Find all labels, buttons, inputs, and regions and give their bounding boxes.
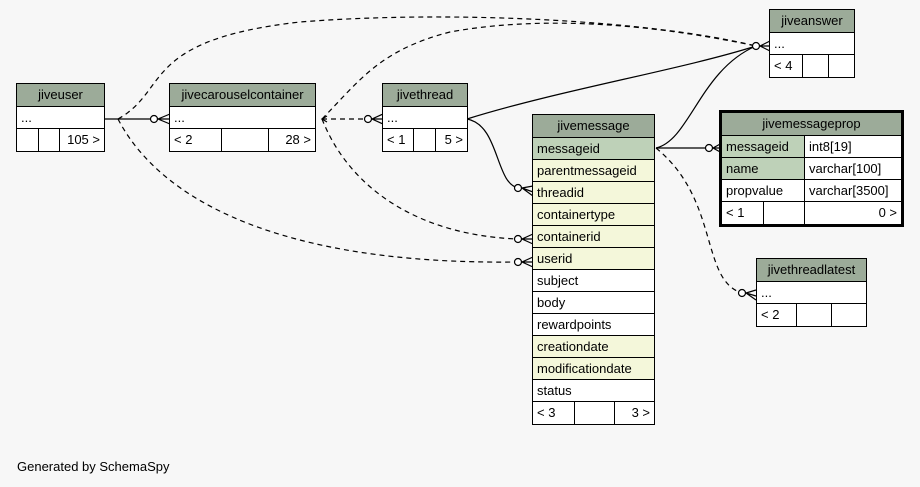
edge-jivethread-jiveanswer — [466, 45, 757, 120]
table-jiveanswer[interactable]: jiveanswer ... < 4 — [769, 9, 855, 78]
column-propvalue[interactable]: propvalue varchar[3500] — [722, 180, 901, 202]
children-count[interactable]: 3 > — [614, 402, 654, 424]
children-count[interactable]: 5 > — [435, 129, 467, 151]
parents-count[interactable]: < 2 — [174, 132, 193, 147]
children-count[interactable] — [828, 55, 854, 77]
table-jiveuser[interactable]: jiveuser ... 105 > — [16, 83, 105, 152]
table-jivecarouselcontainer[interactable]: jivecarouselcontainer ... < 2 28 > — [169, 83, 316, 152]
table-title[interactable]: jiveuser — [17, 84, 104, 107]
children-count[interactable]: 105 > — [59, 129, 104, 151]
table-jivethreadlatest[interactable]: jivethreadlatest ... < 2 — [756, 258, 867, 327]
table-footer: 105 > — [17, 129, 104, 151]
footer-spacer — [763, 202, 804, 224]
parents-count[interactable]: < 1 — [387, 132, 406, 147]
table-title[interactable]: jivethreadlatest — [757, 259, 866, 282]
footer-spacer — [38, 129, 59, 151]
parents-count[interactable]: < 4 — [774, 58, 793, 73]
table-jivemessageprop[interactable]: jivemessageprop messageid int8[19] name … — [719, 110, 904, 227]
column-status[interactable]: status — [533, 380, 654, 402]
table-title[interactable]: jiveanswer — [770, 10, 854, 33]
edge-jivecarouselcontainer-jivemessage — [321, 118, 518, 240]
column-name: messageid — [726, 139, 789, 154]
column-modificationdate[interactable]: modificationdate — [533, 358, 654, 380]
table-title[interactable]: jivemessageprop — [722, 113, 901, 136]
parents-count[interactable]: < 1 — [726, 205, 745, 220]
column-containertype[interactable]: containertype — [533, 204, 654, 226]
column-name: propvalue — [726, 183, 784, 198]
children-count[interactable] — [831, 304, 866, 326]
table-jivemessage[interactable]: jivemessage messageid parentmessageid th… — [532, 114, 655, 425]
column-type: varchar[100] — [804, 158, 901, 179]
edge-jivecarouselcontainer-jiveanswer — [321, 22, 757, 120]
parents-count[interactable]: < 3 — [537, 405, 556, 420]
column-type: int8[19] — [804, 136, 901, 157]
children-count[interactable]: 28 > — [268, 129, 315, 151]
column-containerid[interactable]: containerid — [533, 226, 654, 248]
table-footer: < 4 — [770, 55, 854, 77]
edge-jiveuser-jiveanswer — [117, 16, 757, 120]
children-count[interactable]: 0 > — [804, 202, 901, 224]
table-footer: < 1 0 > — [722, 202, 901, 224]
footer-spacer — [796, 304, 831, 326]
column-type: varchar[3500] — [804, 180, 901, 201]
column-messageid[interactable]: messageid — [533, 138, 654, 160]
column-userid[interactable]: userid — [533, 248, 654, 270]
table-ellipsis-row: ... — [170, 107, 315, 129]
table-footer: < 3 3 > — [533, 402, 654, 424]
column-name: name — [726, 161, 759, 176]
footer-spacer — [574, 402, 614, 424]
table-footer: < 2 28 > — [170, 129, 315, 151]
column-threadid[interactable]: threadid — [533, 182, 654, 204]
edge-jivethread-jivemessage-threadid — [466, 118, 520, 189]
table-ellipsis-row: ... — [383, 107, 467, 129]
table-ellipsis-row: ... — [757, 282, 866, 304]
column-subject[interactable]: subject — [533, 270, 654, 292]
edge-jiveuser-jivemessage — [117, 118, 518, 263]
edge-jivemessage-jivethreadlatest — [655, 147, 743, 294]
parents-count[interactable] — [17, 129, 38, 151]
column-rewardpoints[interactable]: rewardpoints — [533, 314, 654, 336]
table-jivethread[interactable]: jivethread ... < 1 5 > — [382, 83, 468, 152]
column-creationdate[interactable]: creationdate — [533, 336, 654, 358]
table-ellipsis-row: ... — [17, 107, 104, 129]
footer-spacer — [413, 129, 435, 151]
table-title[interactable]: jivethread — [383, 84, 467, 107]
column-messageid[interactable]: messageid int8[19] — [722, 136, 901, 158]
column-body[interactable]: body — [533, 292, 654, 314]
table-footer: < 2 — [757, 304, 866, 326]
generated-by-footer: Generated by SchemaSpy — [17, 459, 170, 474]
table-ellipsis-row: ... — [770, 33, 854, 55]
edge-jivemessage-jiveanswer — [655, 45, 757, 149]
parents-count[interactable]: < 2 — [761, 307, 780, 322]
table-title[interactable]: jivemessage — [533, 115, 654, 138]
footer-spacer — [802, 55, 828, 77]
column-parentmessageid[interactable]: parentmessageid — [533, 160, 654, 182]
footer-spacer — [221, 129, 268, 151]
column-name-row[interactable]: name varchar[100] — [722, 158, 901, 180]
table-title[interactable]: jivecarouselcontainer — [170, 84, 315, 107]
table-footer: < 1 5 > — [383, 129, 467, 151]
